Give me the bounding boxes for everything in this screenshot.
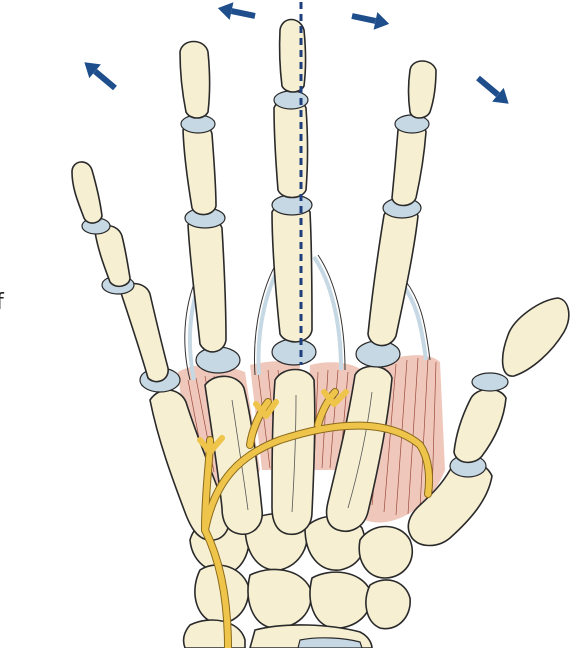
thumb: [453, 297, 570, 464]
ring-finger: [179, 40, 227, 353]
middle-finger: [271, 18, 313, 343]
index-finger: [367, 60, 437, 347]
abduction-arrows: [84, 2, 509, 104]
arrow-right-outer: [476, 75, 509, 104]
arrow-left-inner: [217, 2, 256, 20]
arrow-right-inner: [351, 12, 390, 30]
arrow-left-outer: [84, 62, 117, 91]
mcp-joint-cartilage: [139, 338, 487, 478]
little-finger: [71, 161, 169, 383]
ulnar-nerve: [197, 388, 433, 648]
metacarpal-bones: [149, 365, 493, 547]
edge-letter-fragment: f: [0, 290, 4, 315]
